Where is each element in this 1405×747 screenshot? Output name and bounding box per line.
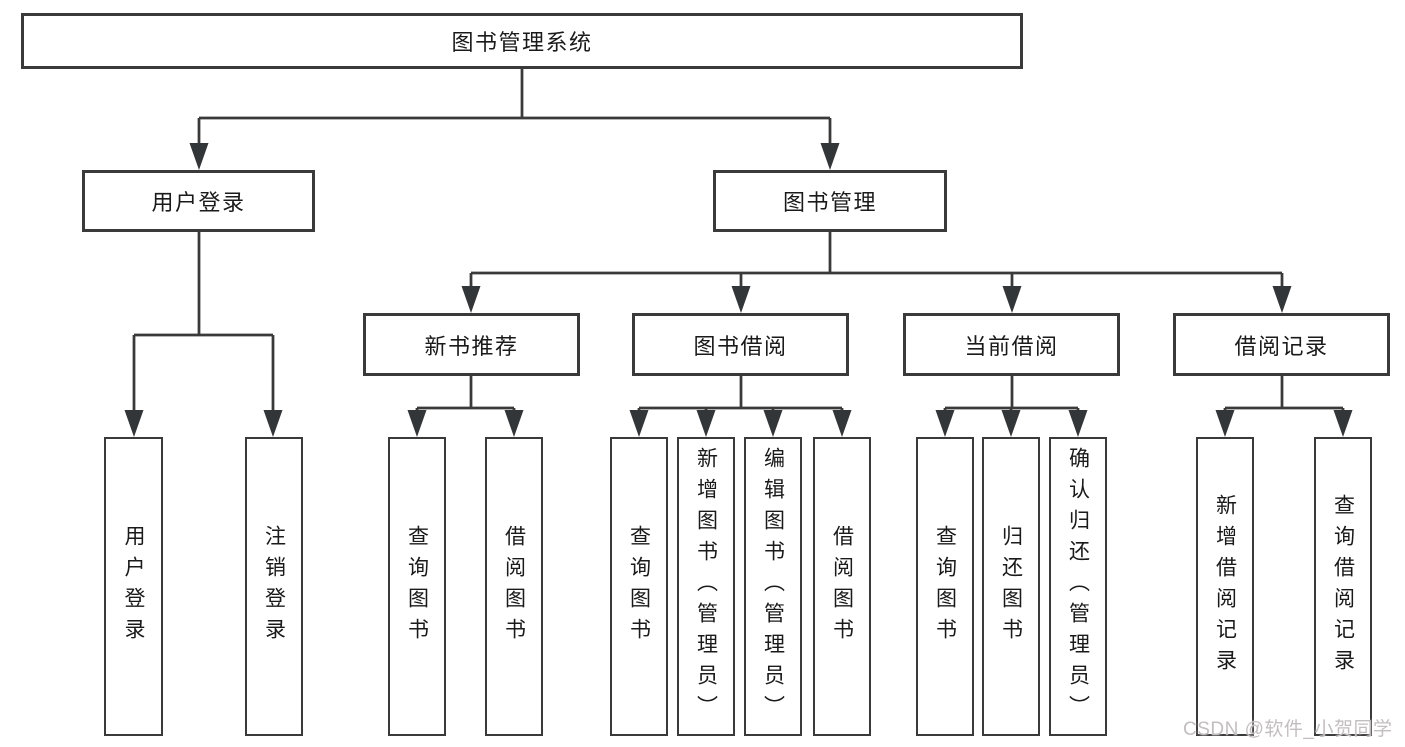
node-borrow-record: 借阅记录 (1173, 313, 1390, 376)
node-user-login-label: 用户登录 (151, 190, 246, 215)
arrowhead (763, 410, 783, 437)
connector-path (943, 376, 1080, 414)
connector-path (132, 232, 275, 412)
leaf-borrow-query-book-label: 查询图书 (627, 524, 651, 649)
arrowhead (1068, 410, 1088, 437)
leaf-user-login-label: 用户登录 (122, 524, 145, 649)
leaf-record-add-borrow-record: 新增借阅记录 (1196, 437, 1254, 736)
connector-path (1223, 376, 1345, 414)
connector-path (197, 69, 832, 146)
arrowhead (263, 410, 283, 437)
leaf-borrow-edit-book-admin-label: 编辑图书（管理员） (761, 447, 785, 726)
arrowhead (189, 143, 209, 170)
node-current-borrow-label: 当前借阅 (964, 333, 1059, 359)
leaf-current-return-book: 归还图书 (982, 437, 1040, 736)
connector-path (469, 232, 1284, 288)
leaf-current-confirm-return-admin-label: 确认归还（管理员） (1066, 447, 1090, 726)
arrowhead (935, 410, 955, 437)
node-book-management-label: 图书管理 (782, 190, 877, 215)
arrowhead (1272, 286, 1292, 313)
node-borrow-record-label: 借阅记录 (1234, 333, 1329, 359)
node-book-borrow-label: 图书借阅 (693, 333, 788, 359)
leaf-borrow-add-book-admin-label: 新增图书（管理员） (694, 447, 718, 726)
node-root: 图书管理系统 (21, 13, 1023, 69)
arrowhead (504, 410, 524, 437)
leaf-record-query-borrow-record: 查询借阅记录 (1314, 437, 1372, 736)
node-user-login: 用户登录 (82, 170, 315, 232)
leaf-newbook-query-book: 查询图书 (388, 437, 446, 736)
leaf-borrow-borrow-book: 借阅图书 (813, 437, 871, 736)
leaf-user-login: 用户登录 (104, 437, 163, 736)
arrowhead (461, 286, 481, 313)
connector-path (637, 376, 844, 414)
leaf-current-query-book-label: 查询图书 (933, 524, 957, 649)
leaf-borrow-query-book: 查询图书 (610, 437, 668, 736)
node-root-label: 图书管理系统 (451, 30, 593, 55)
node-book-management: 图书管理 (713, 170, 947, 232)
arrowhead (124, 410, 144, 437)
arrowhead (832, 410, 852, 437)
arrowhead (629, 410, 649, 437)
node-current-borrow: 当前借阅 (903, 313, 1120, 376)
arrowhead (1333, 410, 1353, 437)
leaf-newbook-borrow-book: 借阅图书 (485, 437, 543, 736)
connector-path (415, 376, 516, 414)
leaf-newbook-query-book-label: 查询图书 (405, 524, 429, 649)
leaf-logout-login-label: 注销登录 (262, 524, 286, 649)
leaf-record-query-borrow-record-label: 查询借阅记录 (1331, 493, 1355, 680)
leaf-current-return-book-label: 归还图书 (999, 524, 1023, 649)
leaf-borrow-add-book-admin: 新增图书（管理员） (677, 437, 735, 736)
leaf-borrow-edit-book-admin: 编辑图书（管理员） (744, 437, 802, 736)
arrowhead (820, 143, 840, 170)
leaf-logout-login: 注销登录 (245, 437, 303, 736)
leaf-borrow-borrow-book-label: 借阅图书 (830, 524, 854, 649)
arrowhead (1002, 286, 1022, 313)
arrowhead (731, 286, 751, 313)
arrowhead (1001, 410, 1021, 437)
arrowhead (407, 410, 427, 437)
watermark: CSDN @软件_小贺同学 (1183, 719, 1393, 740)
node-new-book-recommend: 新书推荐 (363, 313, 580, 376)
leaf-current-query-book: 查询图书 (916, 437, 974, 736)
node-book-borrow: 图书借阅 (632, 313, 849, 376)
leaf-newbook-borrow-book-label: 借阅图书 (502, 524, 526, 649)
arrowhead (1215, 410, 1235, 437)
leaf-record-add-borrow-record-label: 新增借阅记录 (1213, 493, 1237, 680)
arrowhead (696, 410, 716, 437)
node-new-book-recommend-label: 新书推荐 (424, 333, 519, 359)
leaf-current-confirm-return-admin: 确认归还（管理员） (1049, 437, 1107, 736)
